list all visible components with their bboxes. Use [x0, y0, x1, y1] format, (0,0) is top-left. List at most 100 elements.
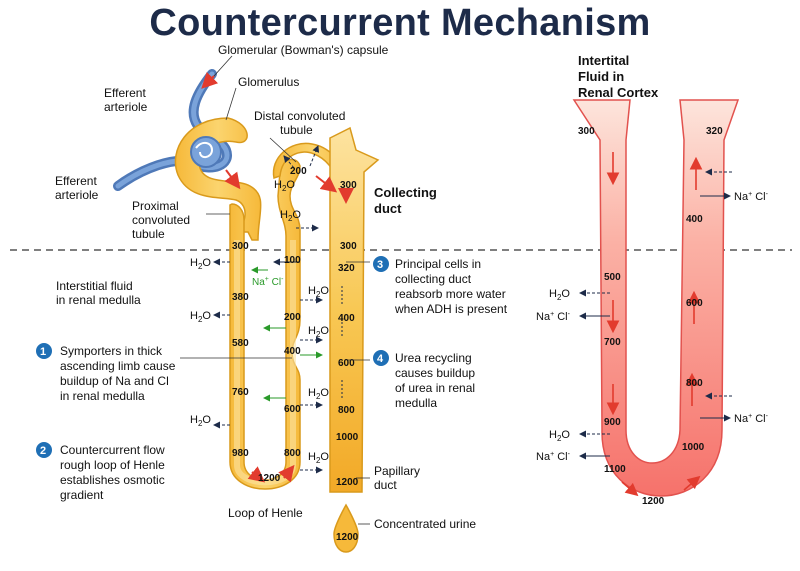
- svg-text:400: 400: [338, 313, 355, 324]
- pointer-lines: [180, 55, 370, 525]
- svg-text:200: 200: [284, 312, 301, 323]
- nephron-labels: Glomerular (Bowman's) capsule Glomerulus…: [55, 43, 476, 531]
- svg-text:760: 760: [232, 387, 249, 398]
- svg-text:reabsorb more water: reabsorb more water: [395, 287, 506, 301]
- label-distal: Distal convoluted: [254, 109, 345, 123]
- svg-text:ascending limb cause: ascending limb cause: [60, 359, 176, 373]
- svg-text:Urea recycling: Urea recycling: [395, 351, 472, 365]
- svg-text:duct: duct: [374, 201, 402, 216]
- svg-text:Symporters in thick: Symporters in thick: [60, 344, 163, 358]
- svg-text:H2O: H2O: [549, 429, 570, 443]
- svg-text:600: 600: [686, 298, 703, 309]
- svg-text:400: 400: [686, 214, 703, 225]
- svg-text:300: 300: [578, 126, 595, 137]
- svg-text:320: 320: [706, 126, 723, 137]
- svg-text:medulla: medulla: [395, 396, 437, 410]
- svg-text:1200: 1200: [336, 532, 359, 543]
- svg-text:Fluid in: Fluid in: [578, 69, 624, 84]
- label-cortex: Intertital Fluid in Renal Cortex: [578, 53, 659, 100]
- svg-text:980: 980: [232, 448, 249, 459]
- note-4: 4 Urea recycling causes buildup of urea …: [373, 350, 475, 410]
- svg-text:Na+ Cl-: Na+ Cl-: [734, 413, 769, 425]
- svg-text:1100: 1100: [604, 464, 626, 475]
- svg-text:arteriole: arteriole: [55, 188, 99, 202]
- label-glomerulus: Glomerulus: [238, 75, 299, 89]
- flow-arrows-vasa: [606, 152, 703, 497]
- svg-text:900: 900: [604, 417, 621, 428]
- svg-text:Na+ Cl-: Na+ Cl-: [536, 311, 571, 323]
- label-interstitial: Interstitial fluid: [56, 279, 133, 293]
- svg-text:convoluted: convoluted: [132, 213, 190, 227]
- svg-text:H2O: H2O: [190, 414, 211, 428]
- svg-text:gradient: gradient: [60, 488, 104, 502]
- vasa-values: 300 500 700 900 1100 320 400 600 800 100…: [578, 126, 723, 507]
- transport-arrows-vasa: [579, 168, 732, 460]
- svg-text:in renal medulla: in renal medulla: [60, 389, 145, 403]
- svg-text:H2O: H2O: [308, 387, 329, 401]
- svg-text:H2O: H2O: [308, 451, 329, 465]
- svg-text:Countercurrent flow: Countercurrent flow: [60, 443, 165, 457]
- svg-text:causes buildup: causes buildup: [395, 366, 475, 380]
- svg-text:4: 4: [377, 353, 384, 365]
- svg-text:100: 100: [284, 255, 301, 266]
- svg-text:H2O: H2O: [308, 285, 329, 299]
- svg-text:300: 300: [340, 180, 357, 191]
- page-title: Countercurrent Mechanism: [149, 2, 651, 44]
- label-loop-of-henle: Loop of Henle: [228, 506, 303, 520]
- svg-text:rough loop of Henle: rough loop of Henle: [60, 458, 165, 472]
- note-3: 3 Principal cells in collecting duct rea…: [373, 256, 508, 316]
- svg-text:H2O: H2O: [549, 288, 570, 302]
- svg-text:2: 2: [40, 445, 46, 457]
- label-efferent-top: Efferent: [104, 86, 146, 100]
- svg-text:in renal medulla: in renal medulla: [56, 293, 141, 307]
- flow-arrows-nephron: [201, 71, 354, 483]
- transport-arrows-nephron: [213, 145, 343, 474]
- label-collecting-duct: Collecting: [374, 185, 437, 200]
- svg-text:arteriole: arteriole: [104, 100, 148, 114]
- svg-text:Principal cells in: Principal cells in: [395, 257, 481, 271]
- svg-text:800: 800: [338, 405, 355, 416]
- collecting-duct: [329, 126, 380, 493]
- svg-text:300: 300: [340, 241, 357, 252]
- svg-text:320: 320: [338, 263, 355, 274]
- svg-text:800: 800: [686, 378, 703, 389]
- label-urine: Concentrated urine: [374, 517, 476, 531]
- svg-text:Intertital: Intertital: [578, 53, 629, 68]
- note-1: 1 Symporters in thick ascending limb cau…: [36, 343, 176, 403]
- svg-text:Na+ Cl-: Na+ Cl-: [252, 276, 284, 288]
- svg-text:600: 600: [284, 404, 301, 415]
- svg-text:Na+ Cl-: Na+ Cl-: [536, 451, 571, 463]
- nephron-values: 300 380 580 760 980 100 200 400 600 800 …: [232, 166, 359, 543]
- label-papillary: Papillary: [374, 464, 420, 478]
- svg-text:Na+ Cl-: Na+ Cl-: [734, 191, 769, 203]
- svg-text:1: 1: [40, 346, 46, 358]
- svg-text:Renal Cortex: Renal Cortex: [578, 85, 659, 100]
- svg-text:200: 200: [290, 166, 307, 177]
- note-2: 2 Countercurrent flow rough loop of Henl…: [36, 442, 165, 502]
- svg-text:tubule: tubule: [280, 123, 313, 137]
- urine-drop: [333, 503, 359, 553]
- svg-text:800: 800: [284, 448, 301, 459]
- svg-text:1200: 1200: [258, 473, 281, 484]
- svg-text:1200: 1200: [336, 477, 359, 488]
- svg-text:380: 380: [232, 292, 249, 303]
- svg-text:buildup of Na and Cl: buildup of Na and Cl: [60, 374, 169, 388]
- svg-text:700: 700: [604, 337, 621, 348]
- svg-text:1000: 1000: [336, 432, 359, 443]
- svg-text:400: 400: [284, 346, 301, 357]
- svg-text:H2O: H2O: [190, 257, 211, 271]
- svg-text:500: 500: [604, 272, 621, 283]
- svg-text:3: 3: [377, 259, 383, 271]
- svg-text:of urea in renal: of urea in renal: [395, 381, 475, 395]
- svg-text:H2O: H2O: [274, 179, 295, 193]
- label-capsule: Glomerular (Bowman's) capsule: [218, 43, 389, 57]
- svg-text:tubule: tubule: [132, 227, 165, 241]
- svg-text:600: 600: [338, 358, 355, 369]
- svg-text:collecting duct: collecting duct: [395, 272, 472, 286]
- bowmans-capsule: [174, 117, 262, 241]
- svg-text:H2O: H2O: [280, 209, 301, 223]
- svg-text:when ADH is present: when ADH is present: [394, 302, 508, 316]
- svg-text:H2O: H2O: [308, 325, 329, 339]
- label-proximal: Proximal: [132, 199, 179, 213]
